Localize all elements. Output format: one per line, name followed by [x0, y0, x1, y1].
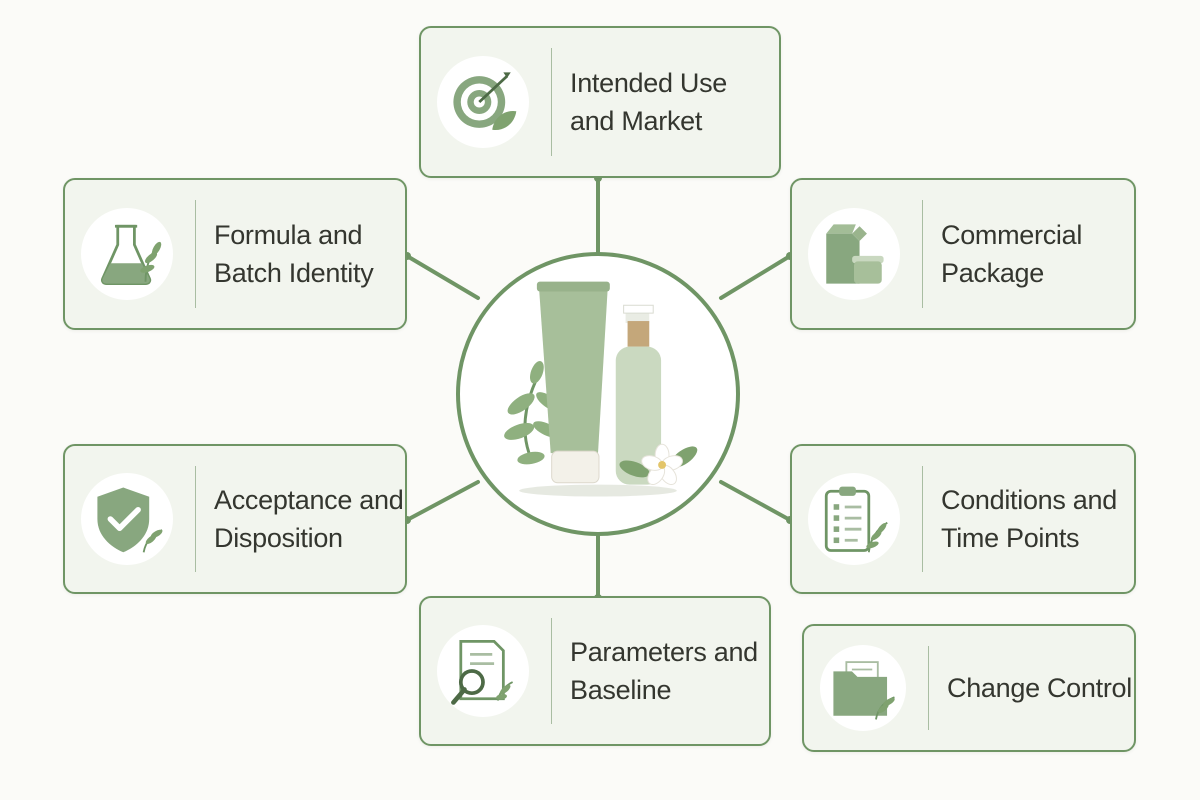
connector-upper-right [719, 254, 792, 300]
connector-upper-left [405, 254, 480, 300]
node-label: Commercial Package [941, 220, 1083, 288]
node-label: Change Control [947, 673, 1132, 703]
connector-lower-left [405, 480, 480, 522]
node-commercial-package: Commercial Package [790, 178, 1136, 330]
clipboard-checklist-icon [824, 486, 888, 553]
node-label: Parameters and Baseline [570, 637, 758, 705]
node-label: Formula and Batch Identity [214, 220, 374, 288]
node-label: Acceptance and Disposition [214, 485, 404, 553]
shield-check-icon [97, 487, 163, 553]
package-jar-icon [826, 224, 884, 284]
document-magnifier-icon [451, 640, 514, 705]
node-intended-use: Intended Use and Market [419, 26, 781, 178]
node-acceptance: Acceptance and Disposition [63, 444, 407, 594]
flask-leaf-icon [100, 224, 162, 285]
skincare-products-icon [504, 281, 698, 497]
center-illustration [456, 252, 740, 536]
target-leaf-icon [453, 72, 517, 131]
node-formula: Formula and Batch Identity [63, 178, 407, 330]
node-conditions: Conditions and Time Points [790, 444, 1136, 594]
node-change-control: Change Control [802, 624, 1136, 752]
connector-lower-right [719, 480, 792, 522]
node-parameters: Parameters and Baseline [419, 596, 771, 746]
folder-leaf-icon [833, 661, 895, 720]
node-label: Conditions and Time Points [941, 485, 1117, 553]
node-label: Intended Use and Market [570, 68, 728, 136]
